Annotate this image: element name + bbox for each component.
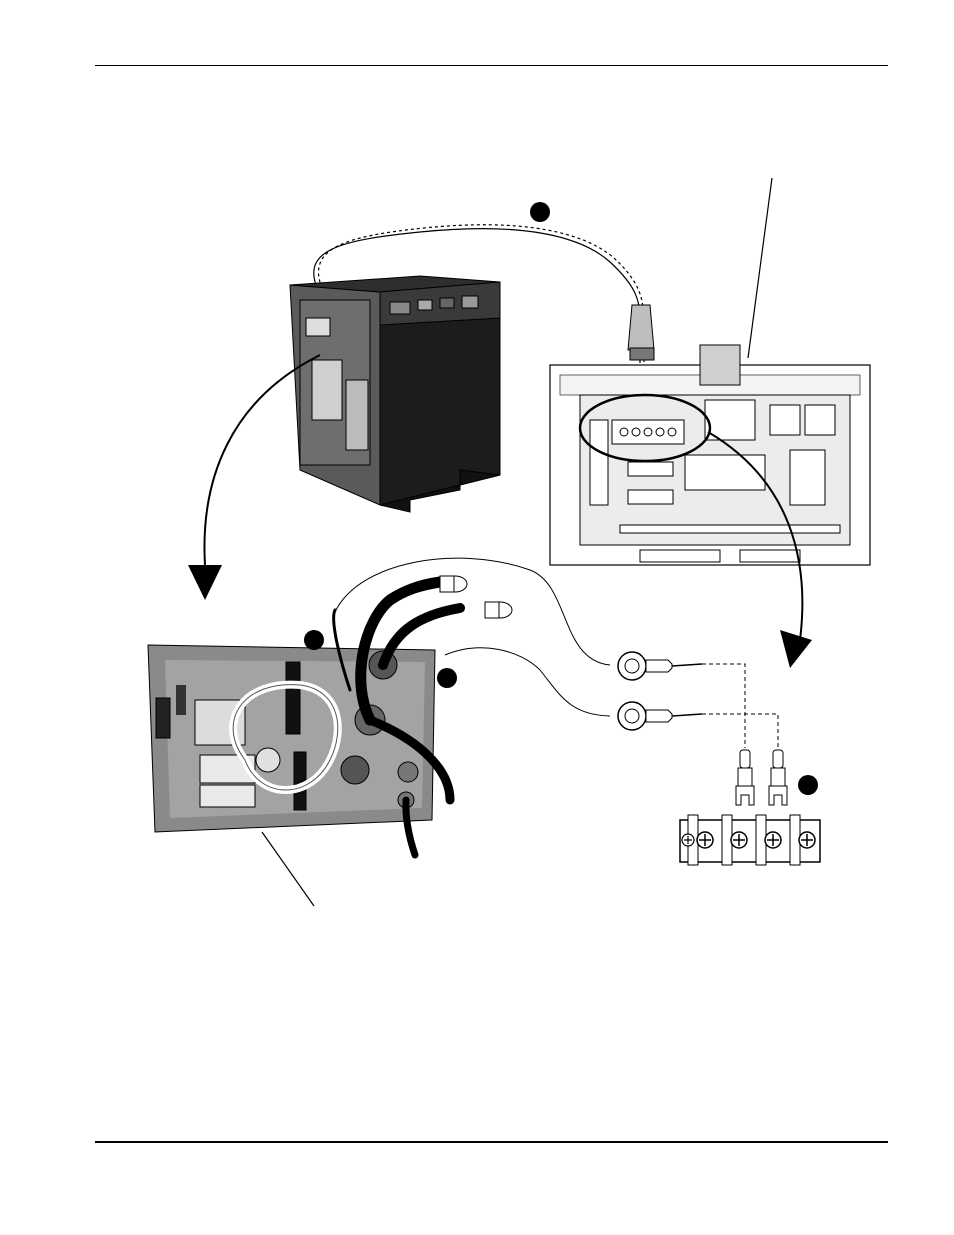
leader-line-board [261,831,315,907]
callout-marker-board-right [437,668,457,688]
arrow-interface-to-terminals [707,431,812,668]
highlight-ellipse [578,393,712,463]
footer-rule [95,1141,888,1143]
header-rule [95,65,888,66]
cable-end-caps [439,575,513,619]
power-board [147,644,436,833]
spade-lug-right [768,749,788,806]
interface-terminal-strip [611,419,685,445]
terminal-screws [681,831,816,849]
callout-marker-board-left [304,630,324,650]
power-supply-cabinet [289,275,501,513]
spade-lug-left [735,749,755,806]
terminal-block [679,814,821,866]
callout-marker-cable [530,202,550,222]
board-cables [332,576,465,859]
callout-marker-terminal [798,775,818,795]
leader-line-interface [747,177,773,359]
dashed-routing [702,663,779,748]
arrow-cabinet-to-board [188,354,321,600]
ring-terminal-lower [617,701,703,731]
signal-wires [334,557,611,717]
ring-terminal-upper [617,651,703,681]
cable-gland [627,304,655,361]
cord-grip [699,344,741,386]
interface-enclosure [549,344,871,566]
